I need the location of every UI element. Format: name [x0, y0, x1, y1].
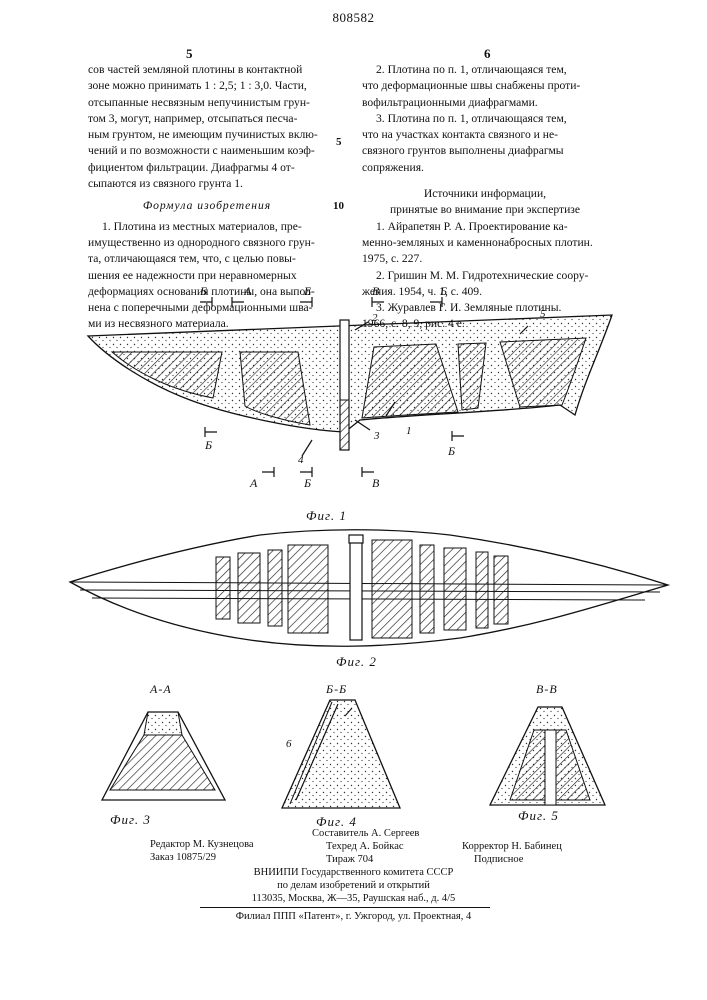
- sources-subtitle: принятые во внимание при экспертизе: [362, 202, 608, 218]
- footer-org-1: ВНИИПИ Государственного комитета СССР: [0, 866, 707, 879]
- text-line: сов частей земляной плотины в контактной: [88, 62, 326, 78]
- claims-heading: Формула изобретения: [88, 198, 326, 214]
- column-number-left: 5: [186, 46, 193, 62]
- text-line: 2. Гришин М. М. Гидротехнические соору-: [362, 268, 608, 284]
- footer-order: Заказ 10875/29: [150, 851, 216, 864]
- figure-5-drawing: [490, 707, 605, 805]
- text-line: 1966, с. 8, 9, рис. 4 е.: [362, 316, 608, 332]
- section-mark-b: Б: [200, 284, 208, 299]
- column-number-right: 6: [484, 46, 491, 62]
- footer-editor: Редактор М. Кузнецова: [150, 838, 254, 851]
- footer-org-3: 113035, Москва, Ж—35, Раушская наб., д. …: [0, 892, 707, 905]
- text-line: связного грунтов выполнены диафрагмы: [362, 143, 608, 159]
- callout-5: 5: [540, 308, 546, 320]
- text-line: менно-земляных и каменнонабросных плотин…: [362, 235, 608, 251]
- text-line: зоне можно принимать 1 : 2,5; 1 : 3,0. Ч…: [88, 78, 326, 94]
- callout-2: 2: [372, 312, 378, 324]
- text-line: нена с поперечными деформационными шва-: [88, 300, 326, 316]
- text-line: фициентом фильтрации. Диафрагмы 4 от-: [88, 160, 326, 176]
- text-line: сопряжения.: [362, 160, 608, 176]
- text-line: 1. Айрапетян Р. А. Проектирование ка-: [362, 219, 608, 235]
- callout-6: 6: [286, 738, 292, 750]
- text-line: шения ее надежности при неравномерных: [88, 268, 326, 284]
- footer-divider: [200, 907, 490, 908]
- text-line: сыпаются из связного грунта 1.: [88, 176, 326, 192]
- sources-title: Источники информации,: [362, 186, 608, 202]
- text-line: ным грунтом, не имеющим пучинистых вклю-: [88, 127, 326, 143]
- footer-branch: Филиал ППП «Патент», г. Ужгород, ул. Про…: [0, 910, 707, 923]
- footer-techred: Техред А. Бойкас: [326, 840, 404, 853]
- text-line: что на участках контакта связного и не-: [362, 127, 608, 143]
- footer-corrector: Корректор Н. Бабинец: [462, 840, 562, 853]
- section-mark-b: Б: [304, 476, 312, 491]
- footer-subscription: Подписное: [474, 853, 523, 866]
- text-line: 3. Плотина по п. 1, отличающаяся тем,: [362, 111, 608, 127]
- callout-1: 1: [406, 425, 412, 437]
- line-number: 5: [336, 136, 342, 148]
- text-line: вофильтрационными диафрагмами.: [362, 95, 608, 111]
- section-mark-a: А: [250, 476, 258, 491]
- section-mark-b: Б: [205, 438, 213, 453]
- text-line: что деформационные швы снабжены проти-: [362, 78, 608, 94]
- figure-3-label: Фиг. 3: [110, 812, 151, 828]
- section-mark-v: В: [372, 476, 380, 491]
- callout-3: 3: [374, 430, 380, 442]
- line-number: 10: [333, 200, 344, 212]
- text-line: имущественно из однородного связного гру…: [88, 235, 326, 251]
- section-mark-b: Б: [448, 444, 456, 459]
- right-column: 2. Плотина по п. 1, отличающаяся тем, чт…: [362, 62, 608, 333]
- figure-2-label: Фиг. 2: [336, 654, 377, 670]
- text-line: 3. Журавлев Г. И. Земляные плотины.: [362, 300, 608, 316]
- section-mark-b: Б: [304, 284, 312, 299]
- text-line: отсыпанные несвязным непучинистым грун-: [88, 95, 326, 111]
- section-mark-v: В: [372, 284, 380, 299]
- figure-4-drawing: [282, 700, 400, 808]
- text-line: 1975, с. 227.: [362, 251, 608, 267]
- text-line: ми из несвязного материала.: [88, 316, 326, 332]
- text-line: том 3, могут, например, отсыпаться песча…: [88, 111, 326, 127]
- patent-number: 808582: [0, 10, 707, 26]
- footer-compiler: Составитель А. Сергеев: [312, 827, 419, 840]
- section-mark-a: А: [244, 284, 252, 299]
- figure-3-drawing: [102, 712, 225, 800]
- section-title-aa: А-А: [150, 682, 172, 697]
- figure-5-label: Фиг. 5: [518, 808, 559, 824]
- footer-org-2: по делам изобретений и открытий: [0, 879, 707, 892]
- section-mark-b: Б: [440, 284, 448, 299]
- text-line: 1. Плотина из местных материалов, пре-: [88, 219, 326, 235]
- text-line: чений и по возможности с наименьшим коэф…: [88, 143, 326, 159]
- section-title-bb: Б-Б: [326, 682, 347, 697]
- figure-1-label: Фиг. 1: [306, 508, 347, 524]
- text-line: 2. Плотина по п. 1, отличающаяся тем,: [362, 62, 608, 78]
- callout-4: 4: [298, 454, 304, 466]
- figure-2-drawing: [70, 530, 668, 646]
- text-line: та, отличающаяся тем, что, с целью повы-: [88, 251, 326, 267]
- section-title-vv: В-В: [536, 682, 558, 697]
- text-line: жения. 1954, ч. 1, с. 409.: [362, 284, 608, 300]
- footer-circulation: Тираж 704: [326, 853, 373, 866]
